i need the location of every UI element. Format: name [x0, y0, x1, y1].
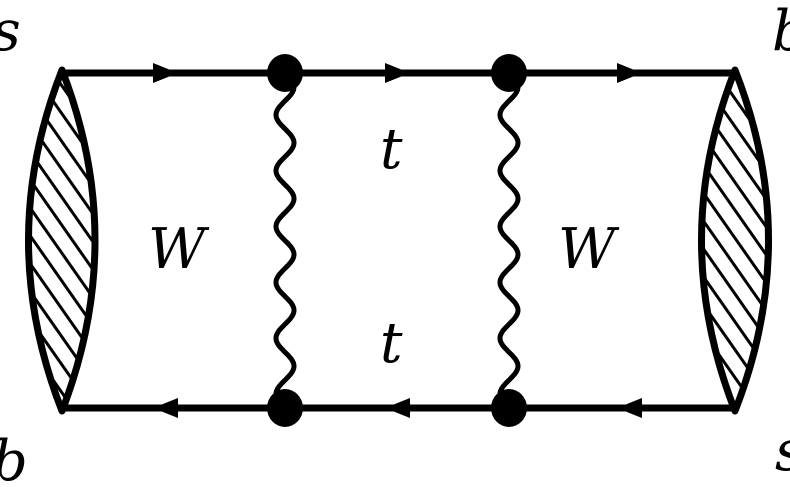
arrow-left-icon [385, 398, 410, 418]
label-right-w: W [558, 217, 620, 282]
right-w-boson-line [497, 71, 521, 410]
label-top-t: t [380, 117, 403, 182]
top-arrows [153, 63, 642, 83]
vertex-top-right [491, 54, 527, 92]
arrow-right-icon [385, 63, 410, 83]
label-left-w: W [148, 217, 210, 282]
right-meson-blob [698, 66, 772, 415]
vertex-top-left [267, 54, 303, 92]
label-top-right: b [772, 0, 790, 64]
bottom-arrows [153, 398, 642, 418]
arrow-right-icon [617, 63, 642, 83]
left-meson-blob [25, 66, 99, 415]
label-top-left: s [0, 0, 21, 64]
arrow-right-icon [153, 63, 178, 83]
arrow-left-icon [153, 398, 178, 418]
label-bottom-left: b [0, 429, 28, 487]
left-w-boson-line [273, 71, 297, 410]
label-bottom-t: t [380, 311, 403, 376]
vertex-bottom-right [491, 389, 527, 427]
vertex-bottom-left [267, 389, 303, 427]
arrow-left-icon [617, 398, 642, 418]
label-bottom-right: s [775, 419, 790, 484]
